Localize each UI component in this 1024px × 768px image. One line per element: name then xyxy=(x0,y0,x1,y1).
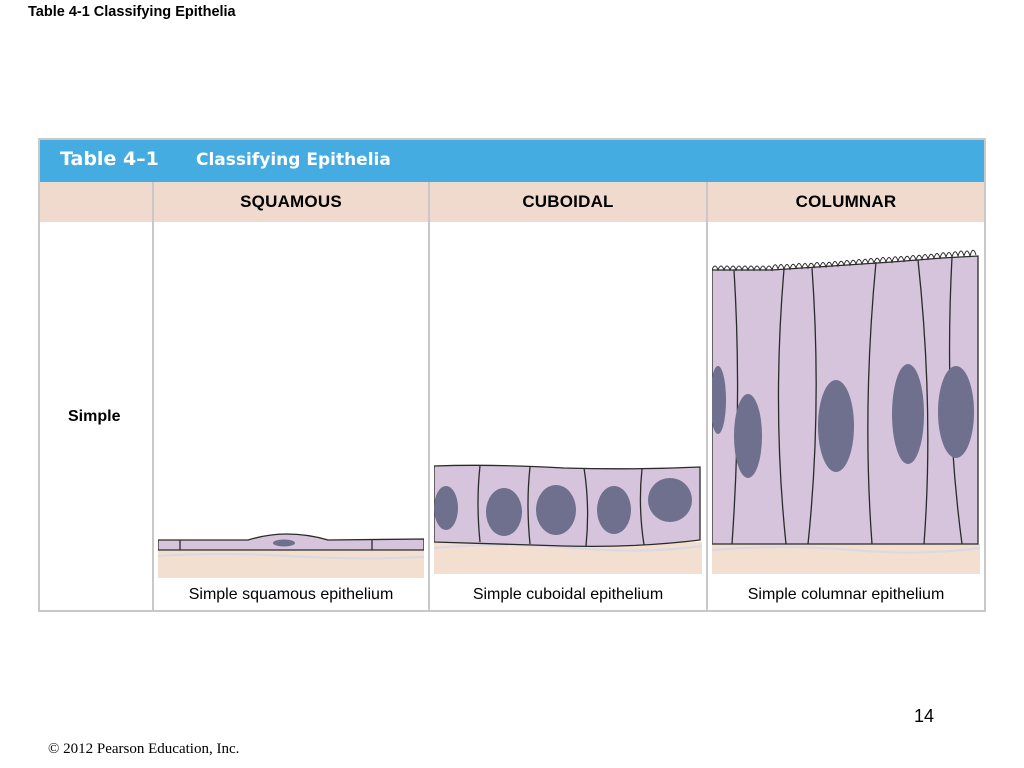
column-divider xyxy=(428,182,430,612)
caption-simple-squamous: Simple squamous epithelium xyxy=(188,586,394,603)
column-divider xyxy=(152,182,154,612)
caption-simple-cuboidal: Simple cuboidal epithelium xyxy=(472,586,664,603)
column-divider xyxy=(706,182,708,612)
simple-cuboidal-illustration xyxy=(434,464,702,574)
column-header-columnar: COLUMNAR xyxy=(795,192,897,211)
column-header-row: SQUAMOUS CUBOIDAL COLUMNAR xyxy=(40,182,984,222)
simple-squamous-illustration xyxy=(158,533,424,578)
column-header-squamous: SQUAMOUS xyxy=(240,192,342,211)
simple-columnar-illustration xyxy=(712,249,980,574)
slide-title: Table 4-1 Classifying Epithelia xyxy=(28,4,236,20)
page-number: 14 xyxy=(914,706,935,726)
column-header-cuboidal: CUBOIDAL xyxy=(522,192,614,211)
epithelia-table: Table 4–1 Classifying Epithelia SQUAMOUS… xyxy=(38,138,986,612)
caption-simple-columnar: Simple columnar epithelium xyxy=(747,586,945,603)
row-label-simple: Simple xyxy=(68,408,121,425)
table-title: Classifying Epithelia xyxy=(196,150,391,170)
copyright-footer: © 2012 Pearson Education, Inc. xyxy=(48,741,240,757)
table-number: Table 4–1 xyxy=(60,148,159,170)
table-banner: Table 4–1 Classifying Epithelia xyxy=(40,140,984,182)
